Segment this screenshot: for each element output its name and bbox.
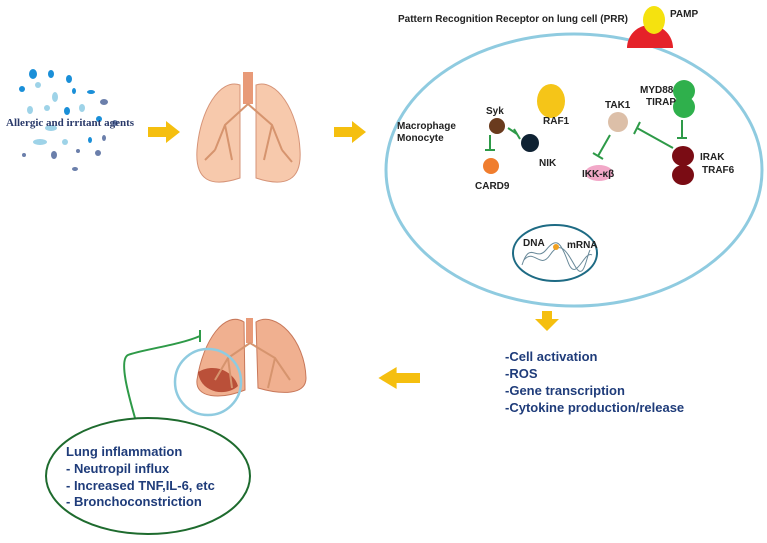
cell-membrane xyxy=(384,32,764,308)
tirap-label: TIRAP xyxy=(646,97,676,108)
ikk-label: IKK-κβ xyxy=(582,169,614,180)
mrna-label: mRNA xyxy=(567,240,598,251)
dna-strand-icon xyxy=(521,242,593,270)
inflammation-title: Lung inflammation xyxy=(66,444,182,459)
healthy-lungs-icon xyxy=(196,72,301,183)
inflammation-item: - Bronchoconstriction xyxy=(66,494,202,509)
ikk-node xyxy=(585,165,613,181)
irak-node xyxy=(672,146,694,166)
inflamed-lungs-icon xyxy=(196,318,307,397)
outcome-item: -Cytokine production/release xyxy=(505,400,684,415)
arrow-right-icon xyxy=(334,121,366,143)
nucleus xyxy=(512,224,598,282)
traf6-label: TRAF6 xyxy=(702,165,735,176)
tak1-label: TAK1 xyxy=(605,100,631,111)
irak-label: IRAK xyxy=(700,152,725,163)
card9-label: CARD9 xyxy=(475,181,510,192)
inflammation-highlight-circle xyxy=(173,347,243,417)
outcome-item: -ROS xyxy=(505,366,538,381)
arrow-right-icon xyxy=(148,121,180,143)
raf1-label: RAF1 xyxy=(543,116,570,127)
arrow-down-icon xyxy=(535,311,559,331)
outcome-item: -Cell activation xyxy=(505,349,598,364)
syk-label: Syk xyxy=(486,106,504,117)
tak1-node xyxy=(608,112,628,132)
inflammation-item: - Increased TNF,IL-6, etc xyxy=(66,478,215,493)
raf1-node xyxy=(537,84,565,118)
pamp-icon xyxy=(643,6,665,34)
card9-node xyxy=(483,158,499,174)
inflammation-item: - Neutropil influx xyxy=(66,461,170,476)
agents-label: Allergic and irritant agents xyxy=(6,117,135,129)
nik-node xyxy=(521,134,539,152)
prr-title: Pattern Recognition Receptor on lung cel… xyxy=(398,14,628,25)
outcome-item: -Gene transcription xyxy=(505,383,625,398)
inflammation-oval xyxy=(45,417,251,535)
tirap-node xyxy=(673,96,695,118)
cell-type-macrophage: Macrophage xyxy=(397,121,456,132)
myd88-node xyxy=(673,80,695,102)
myd88-label: MYD88 xyxy=(640,85,674,96)
allergen-particles-icon xyxy=(19,69,118,171)
pamp-label: PAMP xyxy=(670,9,698,20)
cell-type-monocyte: Monocyte xyxy=(397,133,444,144)
receptor-icon xyxy=(627,25,673,48)
nik-label: NIK xyxy=(539,158,557,169)
traf6-node xyxy=(672,165,694,185)
feedback-inhibition-line xyxy=(123,330,201,419)
arrow-left-icon xyxy=(378,367,420,389)
inhibition-lines xyxy=(485,120,687,160)
syk-node xyxy=(489,118,505,134)
dna-label: DNA xyxy=(523,238,545,249)
